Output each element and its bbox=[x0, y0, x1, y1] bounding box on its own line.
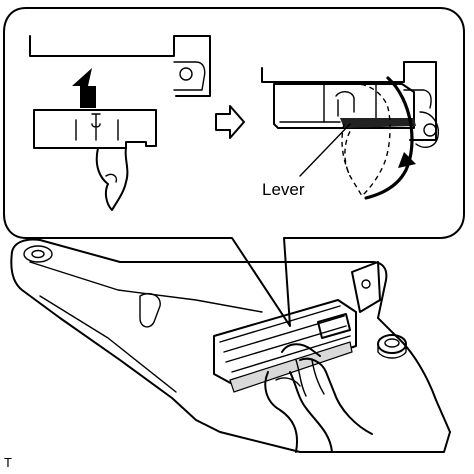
bolt-icon bbox=[377, 334, 407, 359]
inset-before bbox=[29, 35, 211, 211]
step-arrow-icon bbox=[215, 105, 245, 139]
figure-code: T bbox=[4, 455, 12, 470]
inset-after bbox=[261, 61, 439, 200]
callout-bubble bbox=[3, 7, 465, 327]
ecu-housing bbox=[10, 238, 451, 453]
rotation-arrowhead-icon bbox=[398, 152, 416, 168]
lever-label: Lever bbox=[262, 180, 305, 199]
arrow-up-icon bbox=[72, 68, 96, 108]
connector-body bbox=[213, 299, 357, 393]
hand bbox=[264, 343, 373, 453]
